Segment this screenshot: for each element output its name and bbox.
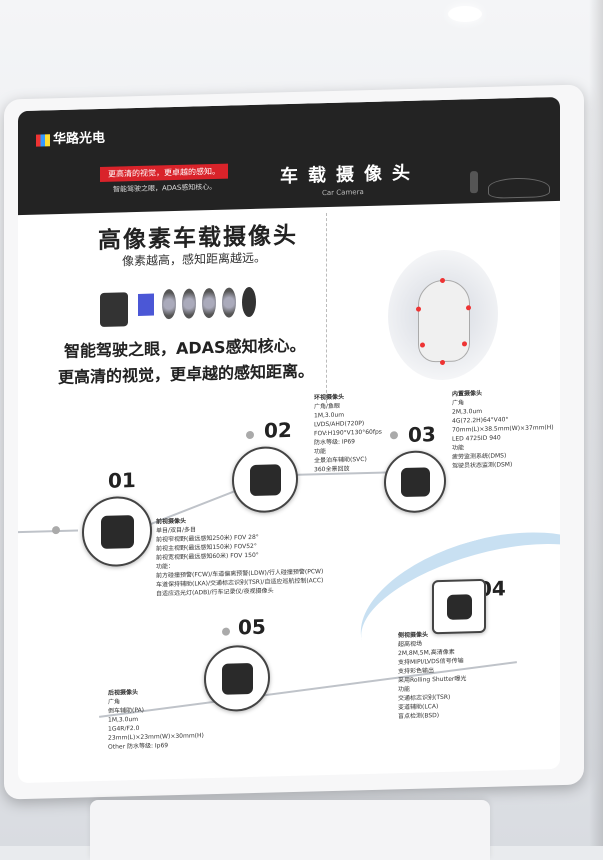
brand-logo: 华路光电 [36, 127, 105, 148]
display-table [90, 800, 490, 860]
poster-header: 华路光电 更高清的视觉，更卓越的感知。 智能驾驶之眼，ADAS感知核心。 车载摄… [18, 96, 560, 216]
timeline-dot [222, 627, 230, 636]
poster-title-en: Car Camera [322, 188, 364, 198]
ceiling-light [448, 6, 482, 22]
lens-icon [182, 288, 196, 319]
camera-number-03: 03 [408, 422, 436, 447]
slogan-line-2: 更高清的视觉，更卓越的感知距离。 [58, 361, 315, 388]
poster-title: 车载摄像头 [280, 162, 420, 188]
spec-01: 前视摄像头 单目/双目/多目 前视窄视野(最远感知250米) FOV 28° 前… [156, 512, 366, 598]
wall-shadow [589, 0, 603, 846]
spec-04: 侧视摄像头 超高视场 2M,8M,5M,高清像素 支持MIPI/LVDS信号传输… [398, 628, 528, 721]
lens-icon [162, 288, 176, 320]
timeline-dot [52, 525, 60, 535]
camera-body [400, 466, 430, 497]
camera-body [100, 514, 134, 549]
sensor-icon [138, 293, 154, 316]
side-camera-image [432, 578, 486, 635]
camera-body [249, 463, 281, 496]
front-camera-image [82, 495, 152, 568]
timeline-dot [246, 430, 254, 440]
person-silhouette-icon [470, 171, 478, 194]
timeline [18, 529, 78, 534]
lens-icon [242, 286, 256, 318]
poster: 华路光电 更高清的视觉，更卓越的感知。 智能驾驶之眼，ADAS感知核心。 车载摄… [18, 96, 560, 784]
car-top-view-icon [418, 279, 470, 363]
camera-number-01: 01 [108, 468, 136, 493]
divider [326, 213, 327, 404]
headline: 高像素车载摄像头 [98, 222, 298, 255]
interior-camera-image [384, 449, 446, 514]
camera-number-02: 02 [264, 417, 292, 443]
camera-body [446, 593, 472, 620]
lens-icon [202, 287, 216, 319]
car-camera-map [348, 237, 548, 392]
spec-line: 驾驶员状态监测(DSM) [452, 461, 513, 470]
lens-icon [222, 287, 236, 318]
tagline-red: 更高清的视觉，更卓越的感知。 [100, 163, 228, 182]
lens-assembly-image [100, 274, 280, 329]
logo-mark-icon [36, 133, 50, 147]
spec-03: 内置摄像头 广角 2M,3.0um 4G(72.2H)64°V40° 70mm(… [452, 387, 560, 471]
camera-number-05: 05 [238, 614, 266, 640]
tagline-gray: 智能驾驶之眼，ADAS感知核心。 [113, 182, 217, 194]
slogan-line-1: 智能驾驶之眼，ADAS感知核心。 [64, 335, 306, 361]
car-silhouette-icon [488, 177, 550, 199]
surround-camera-image [232, 445, 298, 514]
brand-name: 华路光电 [53, 130, 106, 148]
camera-housing-icon [100, 292, 128, 327]
spec-05: 后视摄像头 广角 倒车辅助(PA) 1M,3.0um 1G4R/F2.0 23m… [108, 685, 258, 752]
subheadline: 像素越高，感知距离越远。 [122, 250, 267, 269]
